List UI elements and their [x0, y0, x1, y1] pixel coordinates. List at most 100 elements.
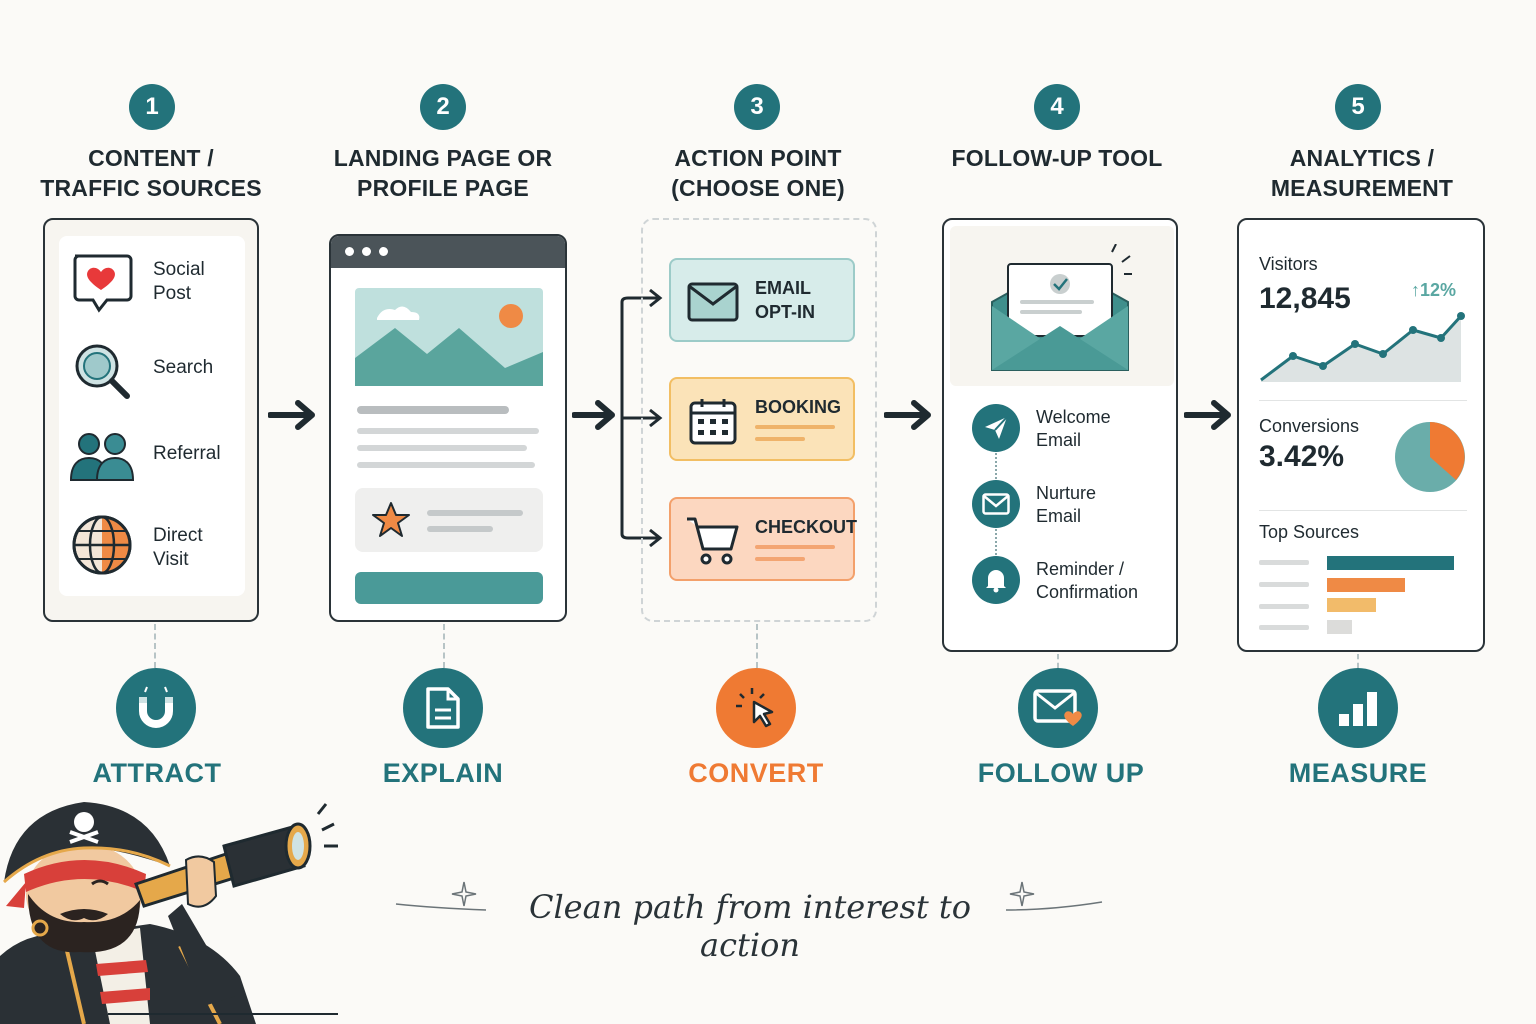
envelope-heart-icon [1018, 668, 1098, 748]
source-bar [1327, 620, 1352, 634]
text-line [357, 462, 535, 468]
step-title-3: ACTION POINT (CHOOSE ONE) [671, 145, 845, 201]
connector [756, 624, 758, 668]
cta-button[interactable] [355, 572, 543, 604]
envelope-icon [972, 480, 1020, 528]
people-icon [69, 430, 135, 487]
visitors-value: 12,845 [1259, 282, 1351, 315]
tagline: Clean path from interest to action [528, 888, 972, 964]
heart-bubble-icon [69, 250, 135, 321]
calendar-icon [689, 399, 737, 445]
browser-bar [331, 236, 565, 268]
step-number-2: 2 [420, 84, 466, 130]
source-bar [1327, 556, 1454, 570]
step-title-5: ANALYTICS / MEASUREMENT [1270, 145, 1454, 201]
top-sources-label: Top Sources [1259, 522, 1360, 542]
step-number-3: 3 [734, 84, 780, 130]
conversions-pie-chart [1395, 422, 1465, 492]
text-line [427, 510, 523, 516]
arrow-right-icon [1184, 400, 1231, 430]
follow-up-label-reminder: Reminder / Confirmation [1036, 559, 1139, 602]
action-label-booking: BOOKING [755, 397, 842, 417]
action-label-follow-up: FOLLOW UP [977, 758, 1145, 788]
pirate-mascot-icon [0, 802, 338, 1024]
source-bar [1327, 598, 1376, 612]
step-number-5: 5 [1335, 84, 1381, 130]
action-label-email: EMAIL OPT-IN [755, 278, 816, 322]
source-bar-label [1259, 604, 1309, 609]
text-line [755, 425, 835, 429]
follow-up-label-nurture: Nurture Email [1036, 483, 1097, 526]
visitors-line-chart [1260, 312, 1465, 382]
action-label-explain: EXPLAIN [382, 758, 504, 788]
action-label-checkout: CHECKOUT [755, 517, 857, 537]
source-label-search: Search [153, 357, 214, 378]
source-label-social: Social Post [153, 259, 205, 304]
source-bar-label [1259, 560, 1309, 565]
magnifier-icon [71, 340, 133, 407]
divider [1259, 510, 1467, 511]
source-label-referral: Referral [153, 443, 221, 464]
change-badge: ↑12% [1411, 280, 1456, 301]
branch-arrows [620, 288, 663, 548]
change-value: 12% [1420, 280, 1457, 300]
visitors-label: Visitors [1259, 254, 1318, 274]
divider [1259, 400, 1467, 401]
bar-chart-icon [1318, 668, 1398, 748]
star-icon [372, 502, 410, 537]
text-line [427, 526, 493, 532]
connector [1057, 654, 1059, 668]
paper-plane-icon [972, 404, 1020, 452]
source-bar-label [1259, 625, 1309, 630]
sparkle-right-icon [1005, 881, 1103, 911]
source-bar-label [1259, 582, 1309, 587]
conversions-value: 3.42% [1259, 440, 1345, 473]
envelope-icon [687, 282, 739, 322]
document-icon [403, 668, 483, 748]
bell-icon [972, 556, 1020, 604]
arrow-right-icon [268, 400, 315, 430]
source-bar [1327, 578, 1405, 592]
arrow-right-icon [572, 400, 615, 430]
step-number-1: 1 [129, 84, 175, 130]
step-number-4: 4 [1034, 84, 1080, 130]
source-label-direct: Direct Visit [153, 525, 203, 570]
browser-dot [379, 247, 388, 256]
arrow-right-icon [884, 400, 931, 430]
checkout-option[interactable]: CHECKOUT [669, 497, 857, 581]
magnet-icon [116, 668, 196, 748]
text-line [755, 437, 805, 441]
conversions-label: Conversions [1259, 416, 1360, 436]
action-label-measure: MEASURE [1288, 758, 1428, 788]
feature-box [355, 488, 543, 552]
connector [443, 624, 445, 668]
traffic-sources-card: Social Post Search Referral Direct Visi [43, 218, 259, 622]
browser-dot [345, 247, 354, 256]
follow-up-label-welcome: Welcome Email [1036, 407, 1111, 450]
landing-page-card [329, 234, 567, 622]
follow-up-card: Welcome Email Nurture Email Reminder / C… [942, 218, 1178, 652]
globe-icon [71, 514, 133, 581]
connector [154, 624, 156, 668]
browser-dot [362, 247, 371, 256]
text-line [357, 428, 539, 434]
email-optin-option[interactable]: EMAIL OPT-IN [669, 258, 855, 342]
hero-image-icon [355, 288, 543, 391]
analytics-card: Visitors 12,845 ↑12% Conversions 3.42% T… [1237, 218, 1485, 652]
open-envelope-icon [991, 244, 1132, 371]
cart-icon [687, 517, 739, 565]
step-title-2: LANDING PAGE OR PROFILE PAGE [333, 145, 553, 201]
text-line [755, 545, 835, 549]
action-point-card: EMAIL OPT-IN BOOKING CHECKOUT [641, 218, 877, 622]
step-title-1: CONTENT / TRAFFIC SOURCES [40, 145, 262, 201]
cursor-click-icon [716, 668, 796, 748]
arrow-up-icon: ↑ [1411, 280, 1420, 300]
sparkle-left-icon [395, 881, 487, 911]
text-line [357, 406, 509, 414]
text-line [755, 557, 805, 561]
action-label-convert: CONVERT [688, 758, 824, 788]
connector [1357, 654, 1359, 668]
booking-option[interactable]: BOOKING [669, 377, 855, 461]
step-title-4: FOLLOW-UP TOOL [951, 145, 1163, 171]
text-line [357, 445, 527, 451]
